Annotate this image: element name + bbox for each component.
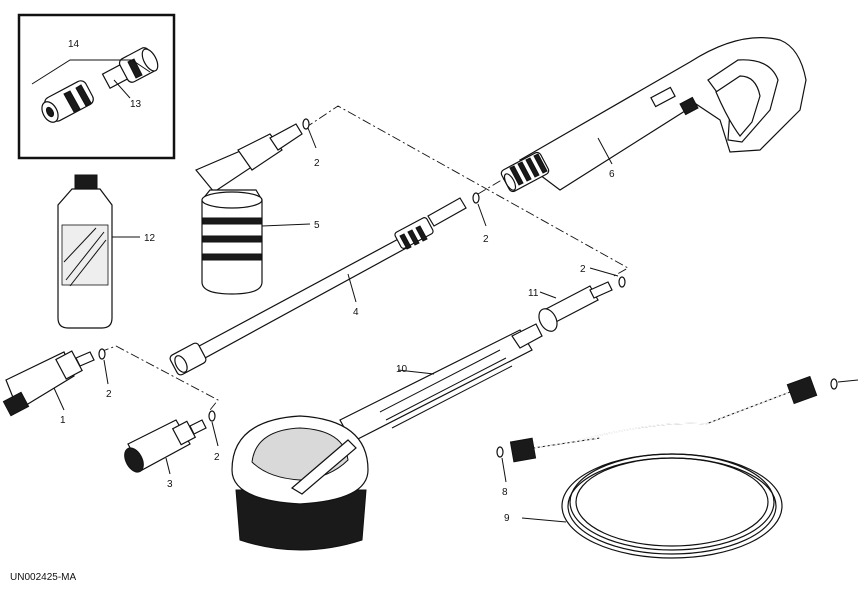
part-9-high-pressure-hose: 9 bbox=[504, 375, 859, 559]
part-13-adapter bbox=[101, 47, 159, 90]
callout-2e: 2 bbox=[214, 452, 220, 463]
o-ring bbox=[302, 118, 310, 130]
part-11-brush-adapter: 2 11 bbox=[528, 264, 626, 332]
callout-8: 8 bbox=[502, 487, 508, 498]
inset-quick-coupler: 14 13 bbox=[17, 13, 176, 160]
part-3-nozzle: 2 3 bbox=[124, 410, 220, 490]
document-code: UN002425-MA bbox=[10, 572, 77, 583]
callout-11: 11 bbox=[528, 288, 539, 299]
callout-2c: 2 bbox=[580, 264, 586, 275]
o-ring bbox=[98, 348, 106, 360]
callout-3: 3 bbox=[167, 479, 173, 490]
part-6-spray-gun: 6 bbox=[500, 37, 807, 193]
callout-10: 10 bbox=[396, 364, 408, 375]
callout-2b: 2 bbox=[483, 234, 489, 245]
callout-13: 13 bbox=[130, 99, 142, 110]
callout-2a: 2 bbox=[314, 158, 320, 169]
callout-12: 12 bbox=[144, 233, 156, 244]
callout-9: 9 bbox=[504, 513, 510, 524]
callout-1: 1 bbox=[60, 415, 66, 426]
callout-4: 4 bbox=[353, 307, 359, 318]
callout-6: 6 bbox=[609, 169, 615, 180]
o-ring bbox=[618, 276, 626, 288]
callout-2d: 2 bbox=[106, 389, 112, 400]
o-ring bbox=[208, 410, 216, 422]
part-10-rotary-brush: 10 bbox=[231, 323, 543, 551]
part-1-nozzle: 2 1 bbox=[2, 348, 112, 426]
callout-14: 14 bbox=[68, 39, 80, 50]
o-ring bbox=[472, 192, 480, 204]
part-4-extension-lance: 2 4 bbox=[169, 192, 489, 376]
callout-5: 5 bbox=[314, 220, 320, 231]
inset-frame bbox=[17, 13, 176, 160]
part-8-o-ring: 8 bbox=[496, 446, 508, 498]
o-ring bbox=[830, 378, 838, 390]
part-14-quick-coupler bbox=[41, 80, 94, 123]
part-12-detergent-bottle: 12 bbox=[57, 174, 156, 329]
assembly-lines bbox=[99, 105, 629, 411]
part-5-foam-cannon: 2 5 bbox=[195, 118, 320, 295]
